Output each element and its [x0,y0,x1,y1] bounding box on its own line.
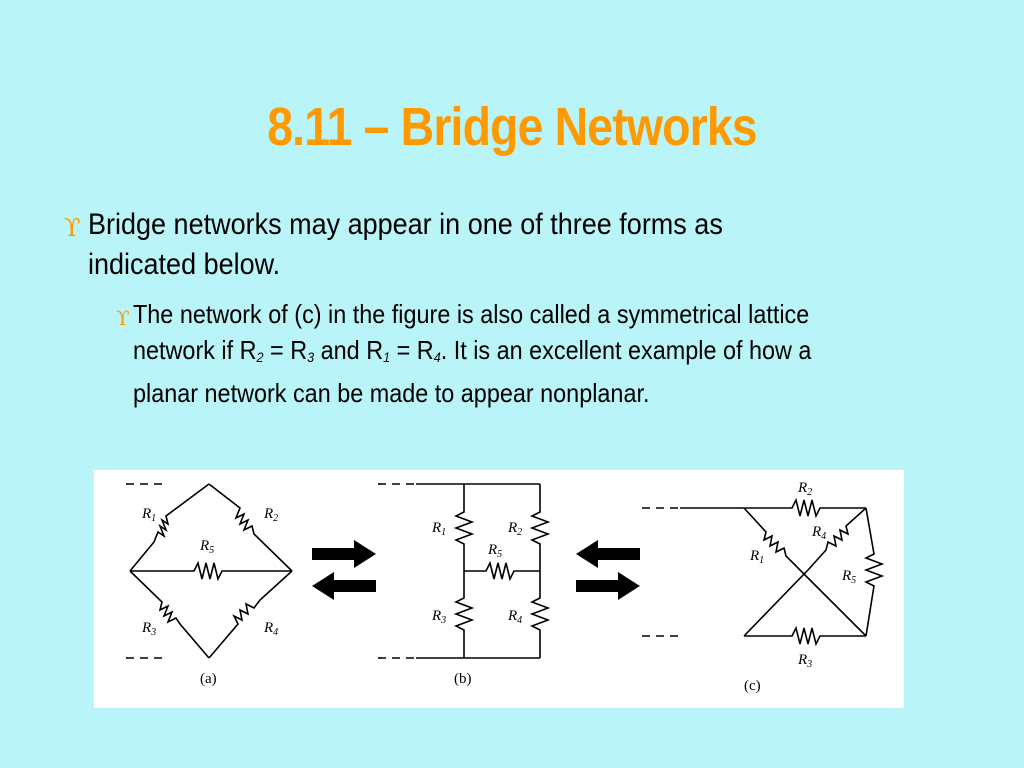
svg-text:R3: R3 [141,620,156,638]
resistor-r1-c [743,507,809,579]
bullet-1-line-1: Bridge networks may appear in one of thr… [88,208,723,241]
ox-head-bullet-icon: ϒ [116,306,130,330]
resistor-label-r: R [141,506,151,522]
network-c [642,497,885,647]
resistor-label-r: R [797,480,807,496]
resistor-label-r: R [199,538,209,554]
resistor-r2-a [208,483,293,572]
bullet-1: Bridge networks may appear in one of thr… [88,205,808,285]
svg-text:R2: R2 [263,506,278,524]
svg-text:R2: R2 [797,480,812,498]
svg-text:R1: R1 [141,506,156,524]
svg-text:R3: R3 [431,608,446,626]
svg-text:R4: R4 [263,620,278,638]
resistor-label-sub: 1 [151,513,156,524]
bullet-2-line-3: planar network can be made to appear non… [133,378,650,408]
bullet-2-text: network if R [133,335,257,365]
bridge-network-figure: R1 R2 R5 R3 R4 (a) R1 R2 R5 R3 R4 (b) [94,470,904,708]
resistor-label-r: R [749,548,759,564]
caption-c: (c) [744,678,761,694]
network-b [378,483,551,659]
caption-a: (a) [200,671,217,687]
resistor-r5-b [464,560,540,582]
wire [807,577,867,637]
ox-head-bullet-icon: ϒ [64,214,81,242]
bridge-network-diagram: R1 R2 R5 R3 R4 (a) R1 R2 R5 R3 R4 (b) [126,480,885,694]
resistor-label-r: R [507,608,517,624]
network-a [126,483,293,659]
resistor-r1-a [129,483,210,572]
resistor-label-r: R [487,542,497,558]
resistor-label-r: R [797,652,807,668]
bullet-2-line-1: The network of (c) in the figure is also… [133,299,810,329]
subscript: 3 [307,349,315,365]
bullet-2: The network of (c) in the figure is also… [133,296,943,411]
resistor-label-r: R [507,520,517,536]
resistor-label-r: R [841,568,851,584]
bullet-2-text: . It is an excellent example of how a [440,335,812,365]
resistor-label-sub: 2 [807,487,812,498]
resistor-r5-a [130,560,292,582]
bidirectional-arrow-icon [576,540,640,600]
resistor-label-r: R [811,524,821,540]
resistor-label-sub: 3 [806,659,812,670]
subscript: 2 [256,349,264,365]
resistor-label-sub: 5 [497,549,502,560]
resistor-label-sub: 5 [851,575,856,586]
resistor-label-r: R [431,520,441,536]
bullet-2-text: and R [314,335,384,365]
svg-text:R1: R1 [749,548,764,566]
svg-text:R5: R5 [199,538,214,556]
resistor-label-sub: 3 [440,615,446,626]
bullet-2-text: = R [390,335,434,365]
resistor-label-sub: 1 [441,527,446,538]
resistor-r3-c [744,625,866,647]
resistor-label-sub: 1 [759,555,764,566]
resistor-r3-a [129,570,210,659]
resistor-r4-c [807,507,867,571]
resistor-label-sub: 5 [209,545,214,556]
svg-text:R2: R2 [507,520,522,538]
resistor-label-r: R [141,620,151,636]
resistor-label-sub: 4 [517,615,522,626]
resistor-r2-c [680,497,866,519]
slide-title: 8.11 – Bridge Networks [267,97,757,157]
svg-text:R5: R5 [487,542,502,560]
resistor-label-sub: 4 [273,627,278,638]
resistor-label-r: R [431,608,441,624]
bidirectional-arrow-icon [312,540,376,600]
subscript: 4 [433,349,441,365]
wire [743,569,809,637]
resistor-r5-c [863,507,885,637]
bullet-1-line-2: indicated below. [88,248,281,281]
resistor-label-sub: 2 [273,513,278,524]
bullet-2-text: = R [263,335,308,365]
resistor-label-sub: 4 [821,531,826,542]
svg-text:R3: R3 [797,652,812,670]
resistor-r4-a [208,570,293,659]
resistor-label-r: R [263,620,273,636]
resistor-label-sub: 3 [150,627,156,638]
subscript: 1 [383,349,391,365]
svg-text:R1: R1 [431,520,446,538]
svg-text:R4: R4 [811,524,826,542]
resistor-label-sub: 2 [517,527,522,538]
caption-b: (b) [454,671,472,687]
svg-text:R5: R5 [841,568,856,586]
svg-text:R4: R4 [507,608,522,626]
resistor-label-r: R [263,506,273,522]
